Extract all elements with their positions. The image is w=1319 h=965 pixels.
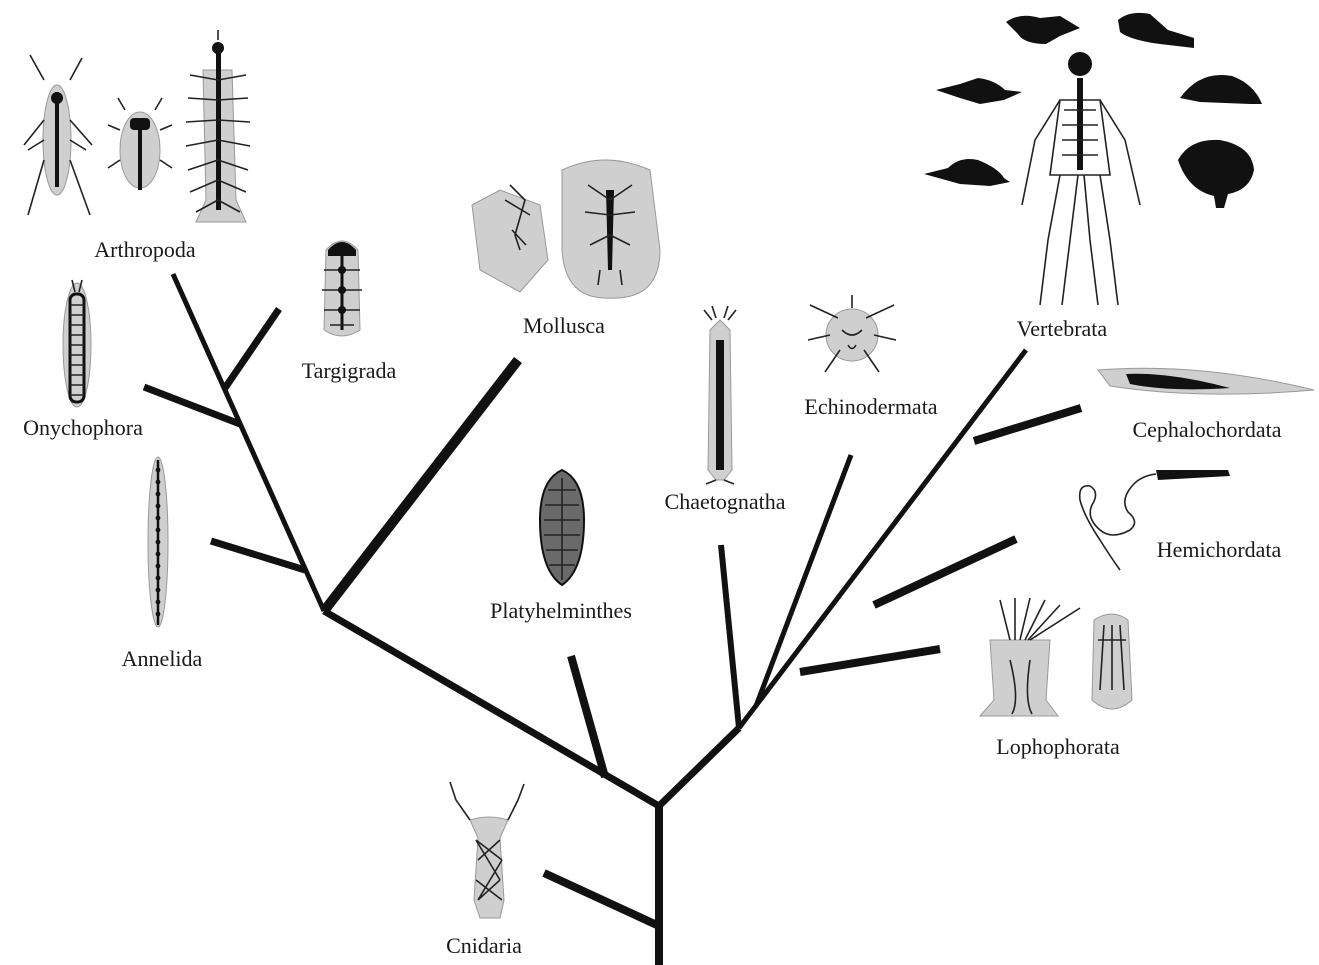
insect-3-icon (186, 30, 250, 222)
label-hemichordata: Hemichordata (1157, 537, 1282, 562)
bryozoan-icon (980, 598, 1080, 716)
label-arthropoda: Arthropoda (94, 237, 196, 262)
label-lophophorata: Lophophorata (996, 734, 1120, 759)
label-annelida: Annelida (122, 646, 203, 671)
mollusc-1-icon (472, 185, 548, 292)
chaetognatha-branch (721, 545, 739, 728)
label-onychophora: Onychophora (23, 415, 143, 440)
insect-1-icon (24, 55, 92, 215)
human-nervous-system-icon (1022, 52, 1140, 305)
label-mollusca: Mollusca (523, 313, 605, 338)
label-vertebrata: Vertebrata (1017, 316, 1108, 341)
vertebrata-illustration (924, 13, 1262, 305)
cnidaria-branch (544, 873, 659, 926)
annelida-branch (211, 541, 305, 570)
cnidaria-illustration (450, 782, 524, 918)
targigrada-branch (225, 309, 279, 388)
brachiopod-icon (1092, 614, 1132, 709)
arthropoda-illustration (24, 30, 250, 222)
label-echinodermata: Echinodermata (804, 394, 937, 419)
mollusc-2-icon (562, 160, 660, 298)
insect-2-icon (108, 98, 172, 190)
label-chaetognatha: Chaetognatha (665, 489, 786, 514)
lophophorata-illustration (980, 598, 1132, 716)
label-cephalochordata: Cephalochordata (1132, 417, 1281, 442)
deuterostome-branch (659, 728, 739, 806)
cephalochordata-branch (974, 408, 1081, 441)
label-platyhelminthes: Platyhelminthes (490, 598, 632, 623)
protostome-branch (324, 611, 659, 806)
onychophora-illustration (63, 280, 91, 407)
label-cnidaria: Cnidaria (446, 933, 522, 958)
label-targigrada: Targigrada (302, 358, 397, 383)
ecdysozoa-branch (173, 274, 324, 611)
hemichordata-branch (874, 539, 1016, 605)
lophophorata-branch (800, 649, 940, 672)
mollusca-illustration (472, 160, 660, 298)
chaetognatha-illustration (704, 306, 736, 484)
mollusca-branch (324, 360, 518, 611)
targigrada-illustration (322, 241, 362, 336)
platyhelminthes-illustration (540, 470, 584, 585)
taxon-labels: Arthropoda Targigrada Onychophora Anneli… (23, 237, 1282, 958)
echinodermata-illustration (808, 295, 896, 372)
annelida-illustration (148, 457, 168, 627)
cephalochordata-illustration (1098, 368, 1314, 394)
